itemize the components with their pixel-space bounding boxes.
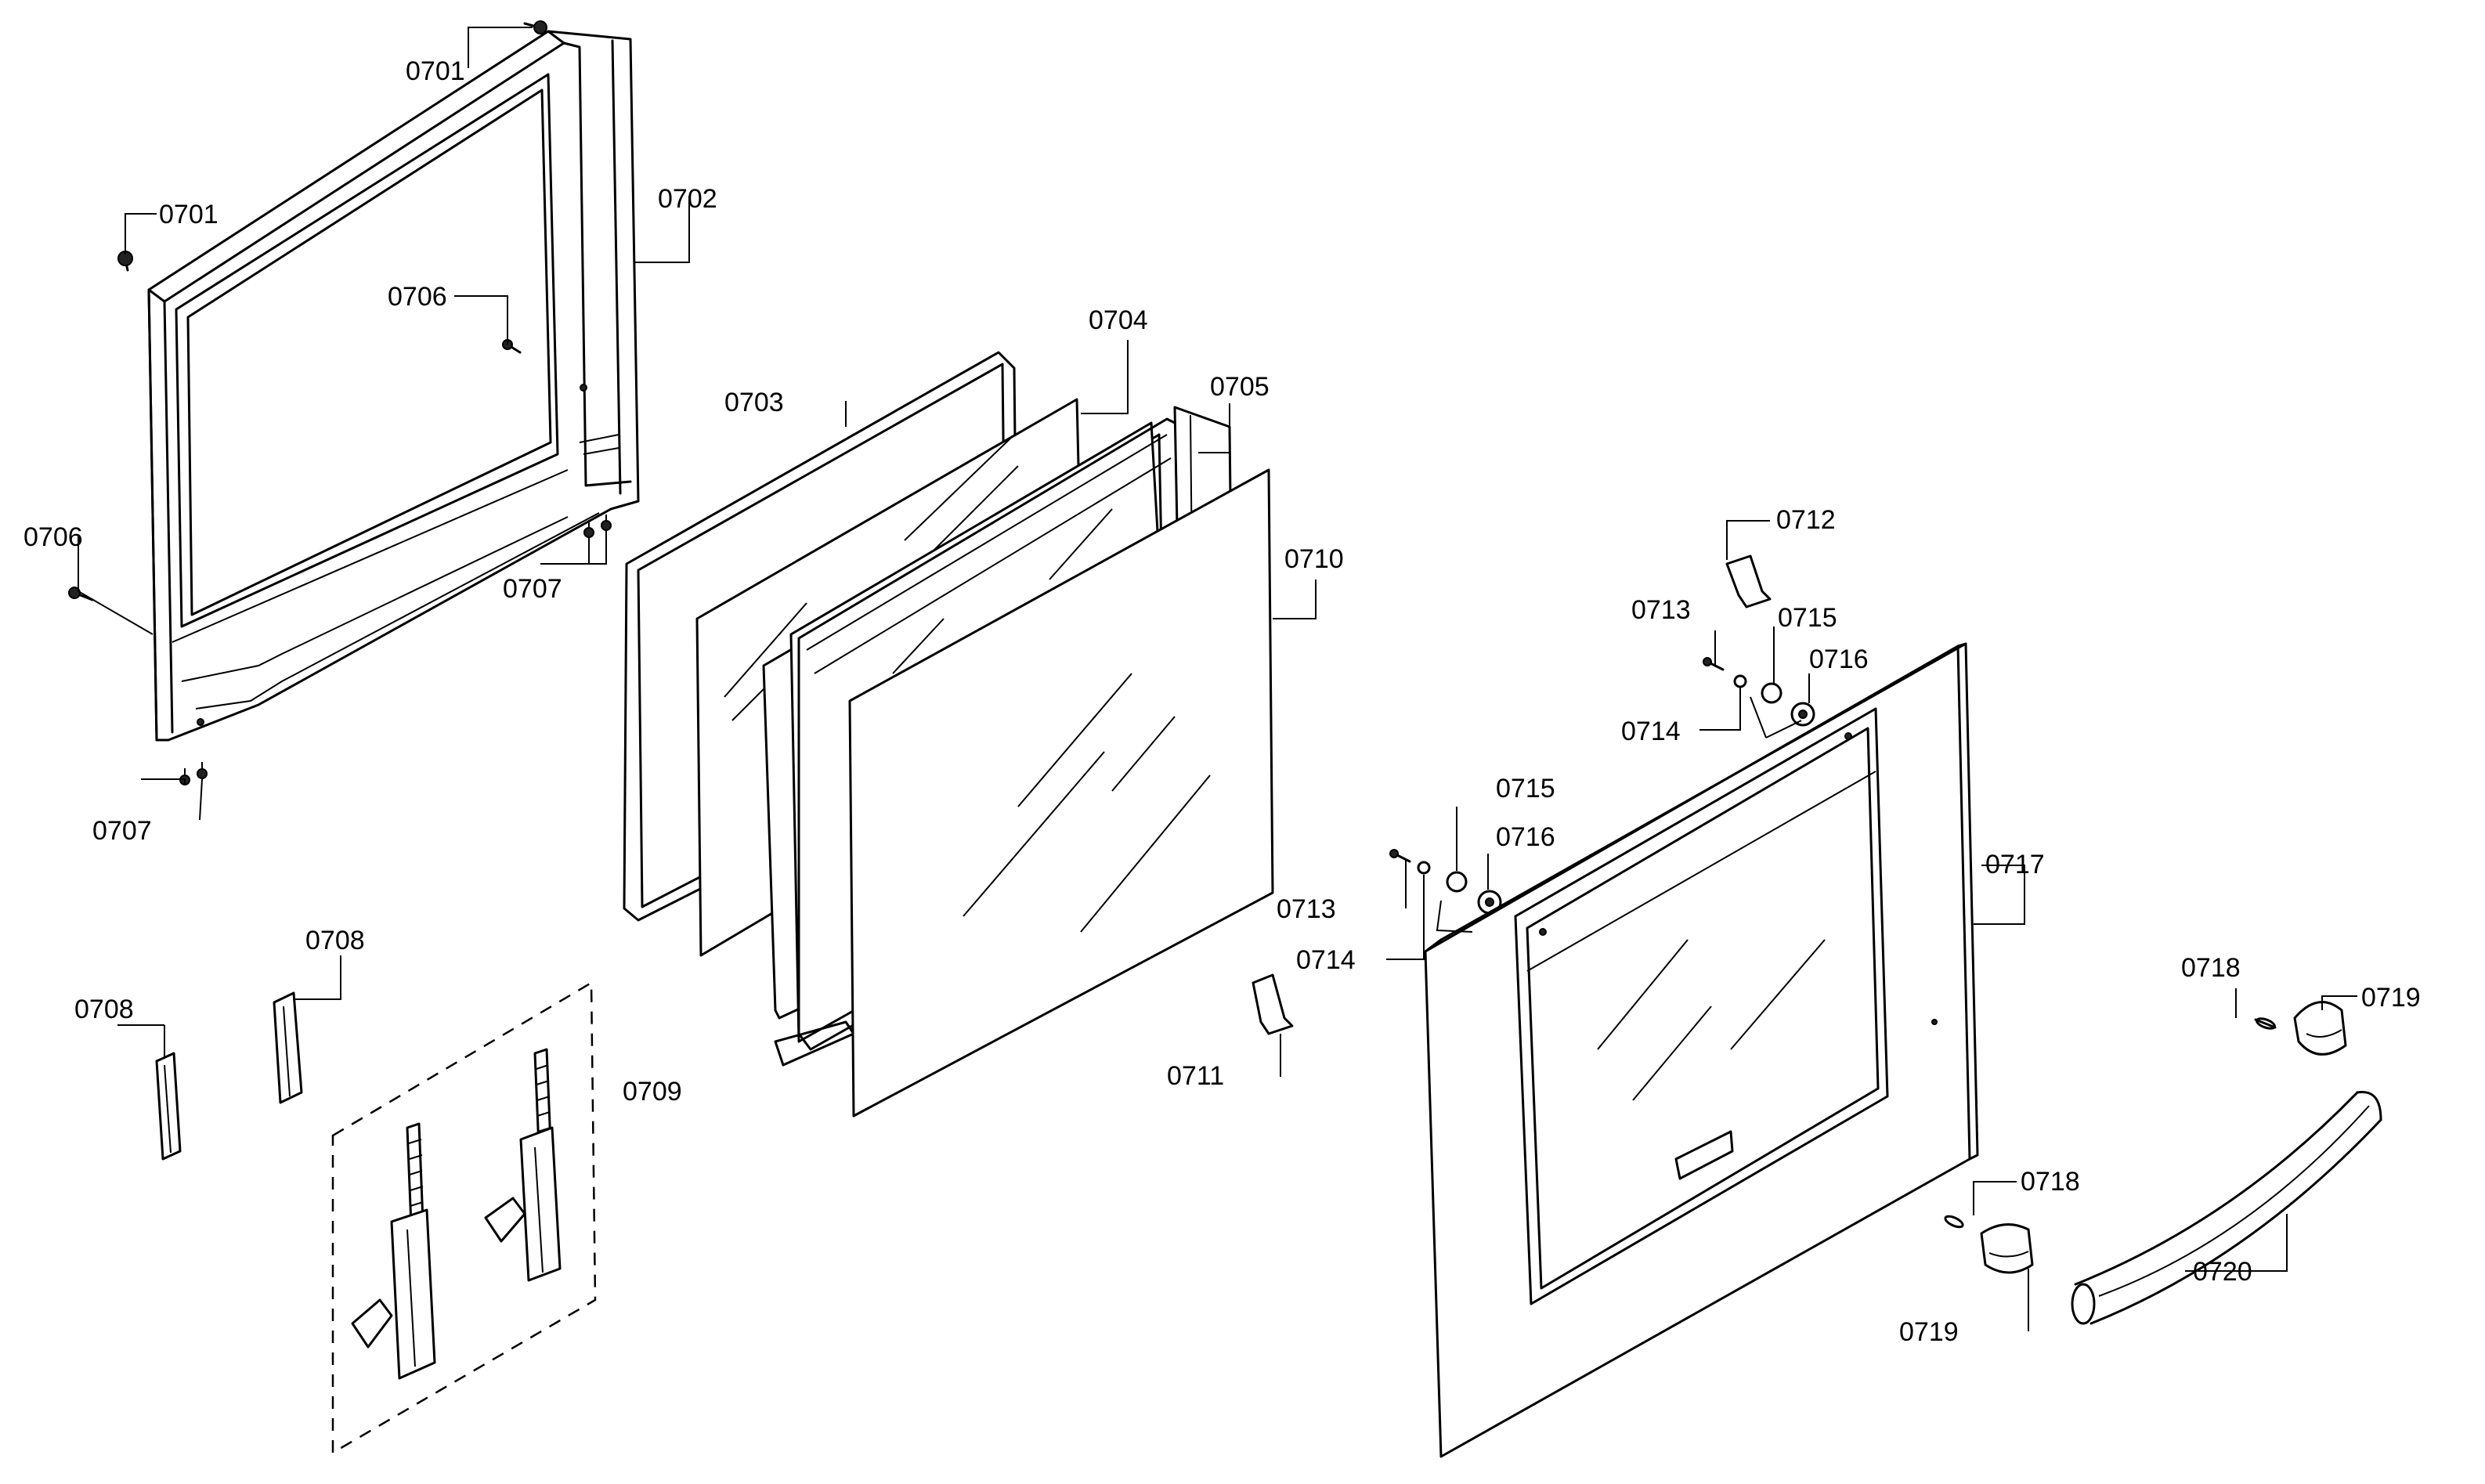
hinge-set-0709 bbox=[331, 980, 597, 1455]
label-0719-bottom: 0719 bbox=[1899, 1317, 1959, 1347]
screw-0713-right bbox=[1703, 657, 1725, 671]
label-0715-left: 0715 bbox=[1496, 774, 1555, 803]
label-0706-left: 0706 bbox=[23, 522, 83, 552]
label-0708-right: 0708 bbox=[305, 926, 365, 955]
hinge-right bbox=[484, 1048, 562, 1282]
label-0720: 0720 bbox=[2193, 1257, 2252, 1287]
screw-0701-left bbox=[117, 251, 133, 272]
label-0718-top: 0718 bbox=[2181, 953, 2241, 983]
label-0703: 0703 bbox=[724, 388, 784, 417]
screw-0707-right bbox=[583, 515, 612, 538]
washer-0715-right bbox=[1761, 682, 1782, 704]
bracket-0711 bbox=[1252, 973, 1294, 1035]
label-0710: 0710 bbox=[1284, 544, 1344, 574]
label-0715-right: 0715 bbox=[1778, 603, 1837, 633]
bracket-0708-left bbox=[155, 1052, 182, 1161]
washer-0716-right bbox=[1790, 702, 1815, 727]
label-0707-left: 0707 bbox=[92, 816, 152, 846]
label-0716-left: 0716 bbox=[1496, 822, 1555, 852]
bracket-0712 bbox=[1725, 554, 1772, 608]
label-0705: 0705 bbox=[1210, 372, 1270, 402]
label-0706-right: 0706 bbox=[388, 282, 447, 312]
washer-0714-left bbox=[1417, 861, 1431, 875]
label-0701-left: 0701 bbox=[159, 200, 219, 229]
label-0701-top: 0701 bbox=[406, 56, 465, 86]
screw-0706-left bbox=[68, 587, 94, 601]
label-0704: 0704 bbox=[1089, 305, 1148, 335]
outer-door-0717 bbox=[1424, 642, 1979, 1458]
label-0712: 0712 bbox=[1776, 505, 1836, 535]
end-cap-0719-bottom bbox=[1980, 1223, 2034, 1274]
label-0707-right: 0707 bbox=[503, 574, 562, 604]
washer-0714-right bbox=[1733, 674, 1747, 688]
screw-0701-top bbox=[523, 20, 547, 34]
screw-0706-right bbox=[502, 339, 522, 354]
part-labels: 0701 0701 0702 0706 0706 0707 0707 0708 … bbox=[23, 56, 2421, 1347]
washer-0715-left bbox=[1446, 871, 1468, 893]
inner-door-frame bbox=[147, 30, 640, 742]
label-0713-right: 0713 bbox=[1631, 595, 1691, 625]
bracket-0708-right bbox=[273, 991, 303, 1104]
label-0716-right: 0716 bbox=[1809, 645, 1869, 674]
hinge-left bbox=[351, 1122, 436, 1380]
pin-0718-top bbox=[2254, 1017, 2277, 1030]
label-0713-left: 0713 bbox=[1277, 894, 1336, 924]
pin-0718-bottom bbox=[1944, 1215, 1964, 1229]
label-0708-left: 0708 bbox=[74, 995, 134, 1024]
label-0714-right: 0714 bbox=[1621, 717, 1681, 746]
glass-pane-0710 bbox=[848, 468, 1274, 1118]
label-0714-left: 0714 bbox=[1296, 945, 1356, 975]
end-cap-0719-top bbox=[2293, 1001, 2347, 1056]
label-0719-top: 0719 bbox=[2361, 983, 2421, 1013]
label-0718-bottom: 0718 bbox=[2021, 1167, 2080, 1197]
label-0709: 0709 bbox=[623, 1077, 682, 1107]
leader-lines bbox=[78, 27, 2357, 1331]
label-0702: 0702 bbox=[658, 184, 717, 214]
screw-0713-left bbox=[1389, 849, 1411, 863]
handle-bar-0720 bbox=[2071, 1090, 2382, 1325]
label-0717: 0717 bbox=[1985, 850, 2045, 879]
label-0711: 0711 bbox=[1167, 1061, 1224, 1091]
